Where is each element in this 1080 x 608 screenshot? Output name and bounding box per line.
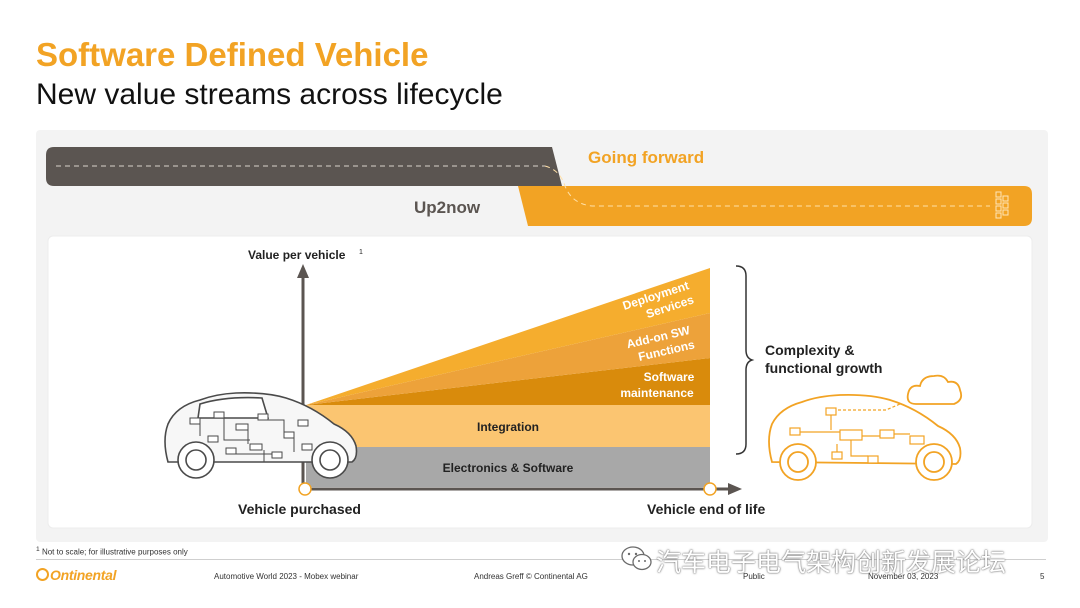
continental-logo: Ontinental <box>36 567 117 583</box>
arrow-right-icon <box>728 483 742 495</box>
footnote-mark: 1 <box>36 546 40 553</box>
footer-event: Automotive World 2023 - Mobex webinar <box>214 572 359 581</box>
footnote: 1 Not to scale; for illustrative purpose… <box>36 546 188 557</box>
layer-deployment <box>306 268 710 405</box>
car-outline-icon <box>164 392 358 479</box>
x-start-label: Vehicle purchased <box>238 501 361 517</box>
footer-date: November 03, 2023 <box>868 572 939 581</box>
page-subtitle: New value streams across lifecycle <box>36 78 503 111</box>
footer-author: Andreas Greff © Continental AG <box>474 572 588 581</box>
footer-page: 5 <box>1040 572 1045 581</box>
orange-road <box>518 186 1032 226</box>
orange-road-lane <box>544 165 990 207</box>
footnote-text: Not to scale; for illustrative purposes … <box>41 547 188 557</box>
y-axis-label: Value per vehicle <box>248 248 346 262</box>
layer-integration <box>306 405 710 447</box>
bracket <box>735 265 755 455</box>
x-end-label: Vehicle end of life <box>647 501 765 517</box>
footer-divider <box>36 559 1046 560</box>
up2now-label: Up2now <box>414 198 481 217</box>
label-integration: Integration <box>477 420 539 434</box>
label-sw-maintenance-2: maintenance <box>620 386 694 400</box>
layer-electronics <box>306 447 710 487</box>
page-title: Software Defined Vehicle <box>36 36 429 73</box>
watermark-text: 汽车电子电气架构创新发展论坛 <box>656 548 1007 577</box>
bracket-label-2: functional growth <box>765 360 882 376</box>
wechat-icon <box>621 546 652 571</box>
footer-classification: Public <box>743 572 765 581</box>
start-marker <box>298 482 312 496</box>
going-forward-label: Going forward <box>588 148 704 167</box>
label-sw-maintenance-1: Software <box>644 370 695 384</box>
road-end-icon <box>995 191 1009 219</box>
label-electronics: Electronics & Software <box>443 461 574 475</box>
cloud-icon <box>906 374 963 405</box>
arrow-up-icon <box>297 264 309 278</box>
y-axis-superscript: 1 <box>359 249 363 256</box>
car-outline-orange-icon <box>768 393 962 481</box>
end-marker <box>703 482 717 496</box>
bracket-label-1: Complexity & <box>765 342 854 358</box>
